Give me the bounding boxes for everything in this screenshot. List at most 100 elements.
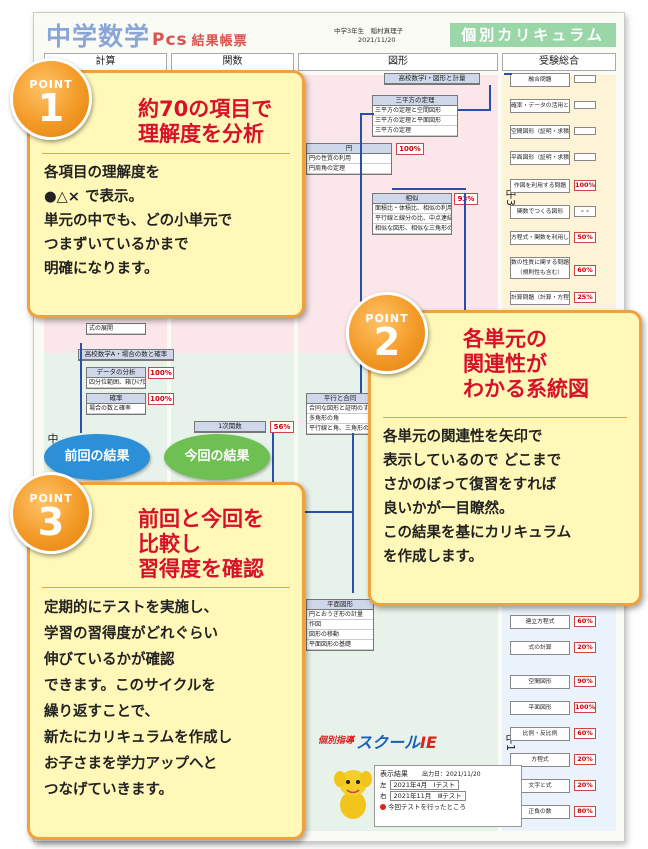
unit-row: 円周角の定理: [307, 164, 391, 174]
unit-row: 三平方の定理と空間図形: [373, 106, 457, 116]
exam-percent: 60%: [574, 265, 596, 276]
point-2-headline-line-1: 各単元の: [463, 327, 547, 351]
exam-item: 融合問題: [510, 73, 570, 87]
unit-percent-circle: 100%: [396, 143, 424, 155]
unit-box-similarity: 相似 面積比・体積比、相似の利用 平行線と線分の比、中点連結定理 相似な図形、相…: [372, 193, 452, 235]
exam-item: 計算問題（計算・方程式）: [510, 291, 570, 305]
sheet-title-suffix: Pcs: [152, 30, 188, 50]
unit-title: 確率: [87, 394, 145, 404]
grade-label-chu2: 中: [46, 433, 59, 444]
point-2-body: 各単元の関連性を矢印で 表示しているので どこまで さかのぼって復習をすれば 良…: [383, 429, 572, 565]
unit-row: 平行線と線分の比、中点連結定理: [373, 214, 451, 224]
connector-line: [272, 433, 274, 513]
unit-percent-probability: 100%: [148, 393, 174, 405]
connector-line: [489, 85, 491, 111]
exam-item: 式の計算: [510, 641, 570, 655]
unit-title: 相似: [373, 194, 451, 204]
connector-line: [464, 193, 466, 313]
column-header-func: 関数: [171, 53, 294, 71]
connector-line: [80, 343, 82, 433]
point-1-divider: [42, 153, 290, 154]
legend-output-date: 出力日：2021/11/20: [422, 771, 481, 778]
exam-percent: 100%: [574, 180, 596, 191]
unit-row: 面積比・体積比、相似の利用: [373, 205, 451, 214]
exam-percent: 50%: [574, 232, 596, 243]
point-1-headline: 約70の項目で 理解度を分析: [138, 97, 272, 147]
unit-title: 平行と合同: [307, 394, 373, 404]
exam-percent: 20%: [574, 754, 596, 765]
point-2-headline: 各単元の 関連性が わかる系統図: [463, 327, 589, 402]
connector-line: [504, 73, 512, 75]
exam-percent: 20%: [574, 642, 596, 653]
connector-line: [360, 113, 362, 393]
unit-box-expansion: 式の展開: [86, 323, 146, 335]
exam-item: 空間図形: [510, 675, 570, 689]
exam-percent: 90%: [574, 676, 596, 687]
connector-line: [352, 433, 354, 593]
point-3-headline-line-3: 習得度を確認: [138, 557, 264, 581]
column-header-geo: 図形: [298, 53, 498, 71]
legend-left-label: 左: [380, 781, 387, 789]
legend-right-value: 2021年11月 Ⅲテスト: [389, 791, 466, 801]
point-1-headline-line-1: 約70の項目で: [138, 97, 273, 121]
unit-row: 図形の移動: [307, 630, 373, 640]
sheet-meta-date: 2021/11/20: [358, 36, 396, 44]
point-3-headline-line-2: 比較し: [138, 532, 201, 556]
point-2-headline-line-3: わかる系統図: [463, 377, 589, 401]
point-2-callout: 各単元の 関連性が わかる系統図 各単元の関連性を矢印で 表示しているので どこ…: [368, 310, 642, 606]
point-1-headline-line-2: 理解度を分析: [138, 122, 264, 146]
legend-left-value: 2021年4月 Iテスト: [389, 780, 460, 790]
exam-item: 正負の数: [510, 805, 570, 819]
point-1-badge-number: 1: [37, 86, 65, 130]
unit-row: 平行線と角、三角形の角: [307, 425, 373, 434]
exam-percent: 25%: [574, 292, 596, 303]
point-2-divider: [383, 417, 627, 418]
unit-title: 1次関数: [195, 422, 265, 432]
exam-percent: 100%: [574, 702, 596, 713]
unit-box-circle: 円 円の性質の利用 円周角の定理: [306, 143, 392, 175]
unit-title: 高校数学A・場合の数と確率: [79, 350, 173, 360]
point-2-badge-label: POINT: [365, 312, 409, 325]
unit-box-data-analysis: データの分析 四分位範囲、箱ひげ図: [86, 367, 146, 389]
unit-percent-linear-function: 56%: [270, 421, 294, 433]
unit-row: 平面図形の基礎: [307, 640, 373, 650]
mascot-illustration: [334, 770, 372, 819]
exam-item: 方程式・関数を利用した文章題: [510, 231, 570, 245]
connector-line: [392, 188, 466, 190]
unit-row: 四分位範囲、箱ひげ図: [87, 379, 145, 388]
sheet-meta-student: 中学3年生 稲村真理子: [334, 27, 404, 35]
unit-title: 平面図形: [307, 600, 373, 610]
unit-row: 多角形の角: [307, 414, 373, 424]
logo-ie: IE: [420, 733, 437, 752]
sheet-title-main: 中学数学: [46, 22, 151, 51]
exam-item: 連立方程式: [510, 615, 570, 629]
unit-row: 三平方の定理と平面図形: [373, 116, 457, 126]
unit-box-parallel-congruence: 平行と合同 合同な図形と証明のすすめ方 多角形の角 平行線と角、三角形の角: [306, 393, 374, 435]
point-3-badge-label: POINT: [29, 492, 73, 505]
unit-box-pythagoras: 三平方の定理 三平方の定理と空間図形 三平方の定理と平面図形 三平方の定理: [372, 95, 458, 137]
exam-item: 作図を利用する問題: [510, 179, 570, 193]
exam-item: 確率・データの活用と分析: [510, 99, 570, 113]
unit-percent-similarity: 93%: [454, 193, 478, 205]
exam-percent: - -: [574, 206, 596, 217]
point-3-body: 定期的にテストを実施し、 学習の習得度がどれぐらい 伸びているかが確認 できます…: [44, 600, 233, 798]
exam-percent: 20%: [574, 780, 596, 791]
unit-title: 円: [307, 144, 391, 154]
point-1-body: 各項目の理解度を ●△× で表示。 単元の中でも、どの小単元で つまずいているか…: [44, 165, 233, 277]
exam-mark: [574, 127, 596, 135]
unit-box-highschool-geo: 高校数学Ⅰ・図形と計量: [384, 73, 480, 85]
point-2-badge: POINT 2: [346, 292, 428, 374]
legend-title: 表示結果: [380, 770, 408, 778]
unit-box-highschool-prob: 高校数学A・場合の数と確率: [78, 349, 174, 361]
logo-main: スクール: [356, 733, 421, 752]
point-3-divider: [42, 587, 290, 588]
unit-title: 高校数学Ⅰ・図形と計量: [385, 74, 479, 84]
exam-item: 数の性質に関する問題（規則性も含む）: [510, 257, 570, 279]
legend-right-label: 右: [380, 792, 387, 800]
point-3-headline: 前回と今回を 比較し 習得度を確認: [138, 507, 264, 582]
exam-item: 平面図形: [510, 701, 570, 715]
exam-mark: [574, 153, 596, 161]
